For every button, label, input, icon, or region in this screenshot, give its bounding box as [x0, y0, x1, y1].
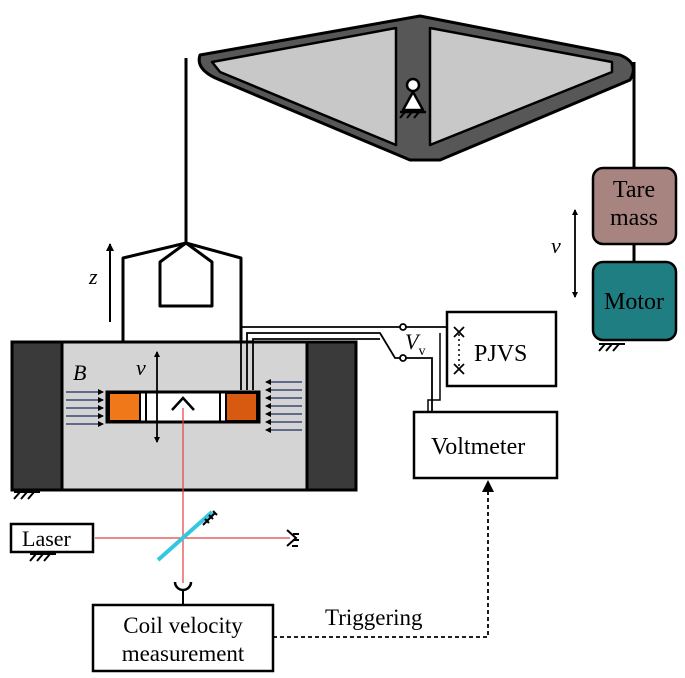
pjvs-label: PJVS [474, 341, 527, 367]
voltage-label: Vv [405, 329, 425, 359]
tare-mass-label-line2: mass [610, 205, 658, 231]
beam-panel-left [210, 26, 398, 147]
magnetic-field-arrows-left [66, 389, 104, 427]
coil-winding-left [108, 392, 141, 422]
photodetector-icon [173, 581, 193, 592]
motor-ground-icon [598, 343, 625, 352]
coil-winding-right [225, 392, 258, 422]
pjvs-box: PJVS [445, 310, 558, 388]
magnet-yoke-right [305, 340, 358, 492]
voltmeter-label: Voltmeter [431, 434, 525, 460]
motor-velocity-label: v [551, 233, 561, 258]
magnetic-field-arrows-right [265, 379, 302, 433]
z-axis-label: z [88, 264, 98, 289]
voltage-subscript: v [418, 344, 425, 359]
coil-velocity-label-line2: measurement [122, 641, 245, 666]
coil-leads [240, 323, 452, 412]
laser-box: Laser [9, 522, 95, 562]
balance-beam [197, 14, 635, 162]
beam-panel-right [428, 26, 614, 147]
laser-ground-icon [29, 553, 56, 562]
josephson-junction-icon [453, 326, 465, 375]
voltmeter-box: Voltmeter [412, 410, 559, 480]
coil-velocity-label-line1: Coil velocity [123, 613, 243, 638]
reference-mirror-icon [202, 510, 218, 526]
magnetic-field-label: B [73, 360, 86, 385]
right-mirror-icon [286, 529, 299, 547]
magnet-yoke-left [10, 340, 64, 492]
motor [591, 260, 678, 342]
beam-splitter [156, 510, 214, 562]
ground-symbol-icon [13, 491, 40, 500]
coil-velocity-measurement-box: Coil velocity measurement [91, 603, 275, 673]
triggering-label: Triggering [325, 605, 423, 630]
triggering-line [273, 490, 489, 638]
voltage-symbol: V [405, 329, 421, 354]
retroreflector-icon [171, 396, 195, 411]
tare-mass-label-line1: Tare [613, 177, 655, 203]
coil-velocity-label: v [136, 355, 146, 380]
laser-label: Laser [22, 526, 72, 551]
motor-label: Motor [604, 289, 664, 315]
triggering-arrowhead [482, 480, 494, 492]
pivot-icon [399, 77, 426, 119]
